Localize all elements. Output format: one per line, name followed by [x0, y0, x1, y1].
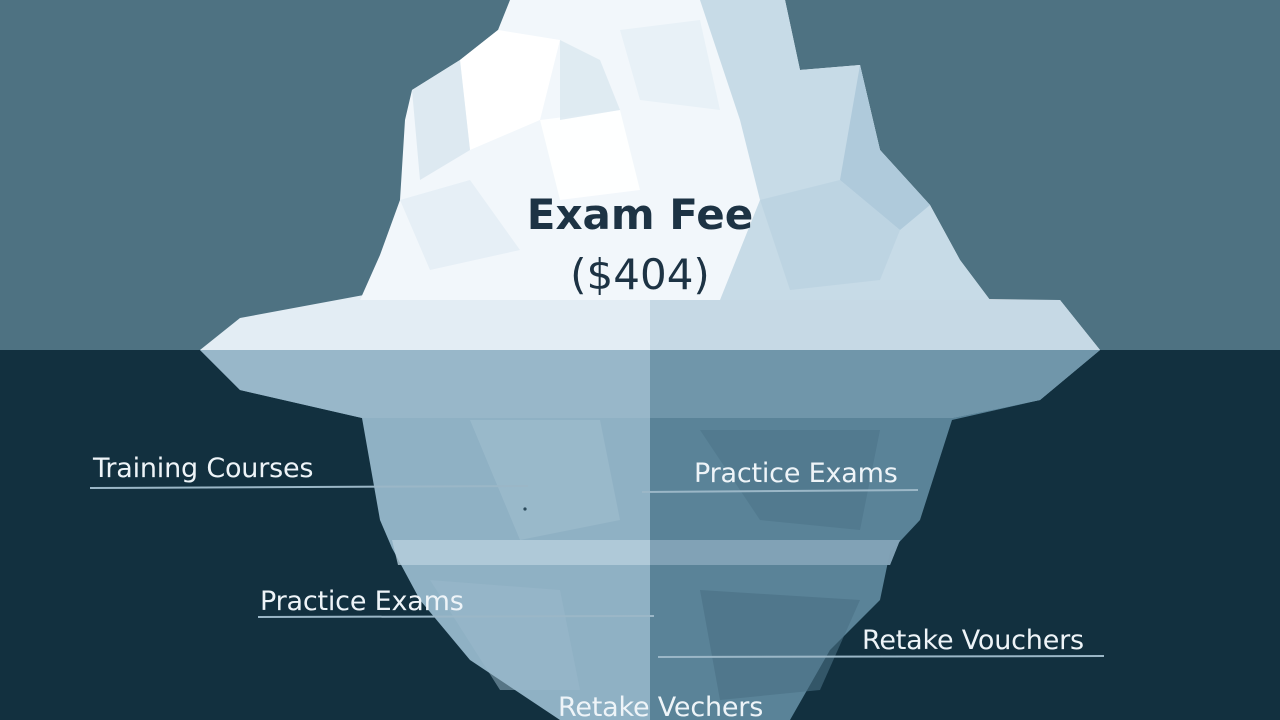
leader-line-training-courses — [89, 485, 529, 489]
label-practice-exams-left: Practice Exams — [260, 586, 464, 617]
iceberg-tip — [200, 0, 1100, 350]
leader-lines — [89, 485, 1105, 658]
iceberg-underwater — [200, 350, 1100, 720]
label-retake-vechers: Retake Vechers — [558, 692, 764, 720]
exam-fee-title: Exam Fee — [526, 190, 754, 239]
leader-line-practice-exams-right — [641, 489, 919, 493]
label-retake-vouchers: Retake Vouchers — [862, 625, 1084, 656]
leader-line-practice-exams-left — [257, 615, 655, 618]
leader-line-retake-vouchers — [657, 655, 1105, 658]
label-practice-exams-right: Practice Exams — [694, 458, 898, 489]
exam-fee-value: ($404) — [570, 250, 710, 299]
label-training-courses: Training Courses — [93, 453, 314, 484]
